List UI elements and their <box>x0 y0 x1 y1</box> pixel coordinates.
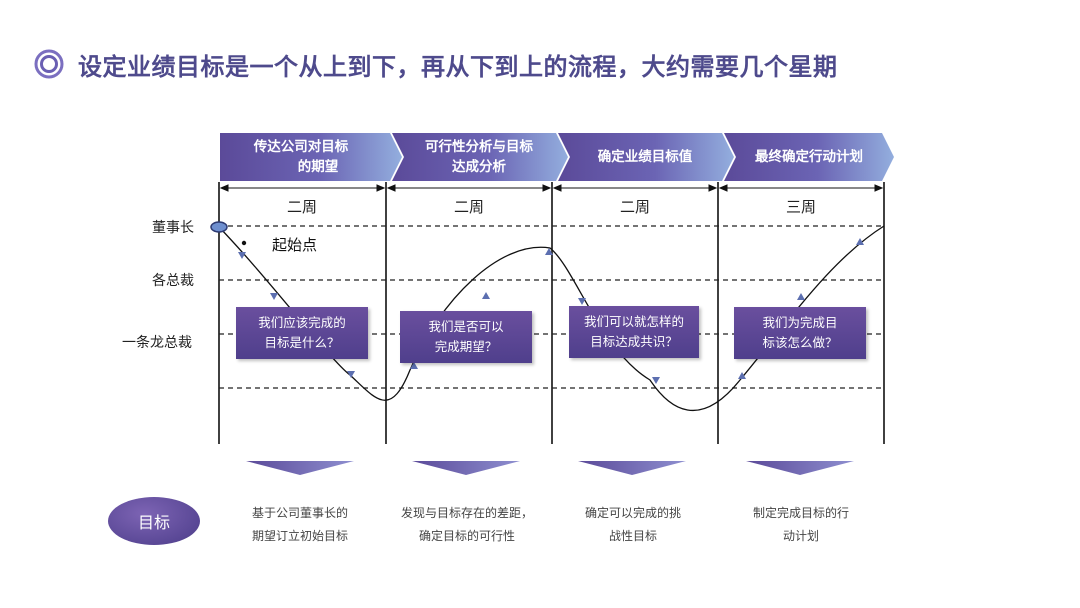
phase-label-1-line1: 传达公司对目标 <box>253 139 349 155</box>
phase-label-2-line2: 达成分析 <box>452 159 506 175</box>
goal-desc-3-line2: 战性目标 <box>608 529 657 543</box>
down-triangle-1 <box>246 461 354 475</box>
goal-desc-1: 基于公司董事长的 期望订立初始目标 <box>225 502 375 548</box>
goal-badge: 目标 <box>108 497 200 545</box>
question-4-line2: 标该怎么做？ <box>762 335 838 350</box>
down-triangle-3 <box>578 461 686 475</box>
phase-label-3: 确定业绩目标值 <box>568 135 722 179</box>
phase-label-4-line1: 最终确定行动计划 <box>755 149 863 165</box>
question-box-1: 我们应该完成的 目标是什么？ <box>236 307 368 359</box>
phase-chevron-1 <box>220 133 402 181</box>
goal-desc-4-line2: 动计划 <box>782 529 819 543</box>
phase-chevron-3 <box>558 133 734 181</box>
phase-chevron-2 <box>392 133 568 181</box>
question-4-line1: 我们为完成目 <box>762 315 838 330</box>
target-ring-icon <box>34 49 64 79</box>
down-triangle-2 <box>412 461 520 475</box>
goal-desc-2: 发现与目标存在的差距， 确定目标的可行性 <box>392 502 542 548</box>
question-box-2: 我们是否可以 完成期望？ <box>400 311 532 363</box>
down-triangle-4 <box>746 461 854 475</box>
duration-1: 二周 <box>286 198 317 216</box>
start-point-label: 起始点 <box>272 236 318 254</box>
goal-desc-2-line1: 发现与目标存在的差距， <box>400 506 533 520</box>
duration-4: 三周 <box>785 198 816 216</box>
question-2-line2: 完成期望？ <box>434 339 498 354</box>
row-label-line-presidents: 一条龙总裁 <box>122 335 192 351</box>
goal-desc-4: 制定完成目标的行 动计划 <box>726 502 876 548</box>
question-3-line1: 我们可以就怎样的 <box>583 314 684 329</box>
phase-label-3-line1: 确定业绩目标值 <box>597 149 693 165</box>
page-title-row: 设定业绩目标是一个从上到下，再从下到上的流程，大约需要几个星期 <box>34 44 838 84</box>
goal-desc-2-line2: 确定目标的可行性 <box>418 529 515 543</box>
phase-label-2: 可行性分析与目标 达成分析 <box>404 135 554 179</box>
row-label-presidents: 各总裁 <box>152 273 194 289</box>
start-point-marker <box>210 221 228 233</box>
goal-desc-3: 确定可以完成的挑 战性目标 <box>558 502 708 548</box>
start-bullet <box>241 240 247 246</box>
phase-label-1: 传达公司对目标 的期望 <box>226 135 376 179</box>
direction-arrows <box>238 238 864 384</box>
goal-desc-1-line1: 基于公司董事长的 <box>251 506 348 520</box>
question-box-3: 我们可以就怎样的 目标达成共识？ <box>569 306 699 358</box>
row-label-chairman: 董事长 <box>152 220 194 236</box>
question-box-4: 我们为完成目 标该怎么做？ <box>734 307 866 359</box>
duration-3: 二周 <box>619 198 650 216</box>
goal-desc-4-line1: 制定完成目标的行 <box>752 506 849 520</box>
phase-label-4: 最终确定行动计划 <box>734 135 884 179</box>
duration-2: 二周 <box>453 198 484 216</box>
question-1-line1: 我们应该完成的 <box>258 315 346 330</box>
question-3-line2: 目标达成共识？ <box>590 334 678 349</box>
question-1-line2: 目标是什么？ <box>264 335 340 350</box>
page-title: 设定业绩目标是一个从上到下，再从下到上的流程，大约需要几个星期 <box>78 52 838 81</box>
goal-desc-1-line2: 期望订立初始目标 <box>251 529 348 543</box>
phase-label-2-line1: 可行性分析与目标 <box>425 139 533 155</box>
question-2-line1: 我们是否可以 <box>428 319 504 334</box>
phase-label-1-line2: 的期望 <box>297 159 339 175</box>
goal-desc-3-line1: 确定可以完成的挑 <box>584 506 681 520</box>
phase-chevron-4 <box>724 133 894 181</box>
